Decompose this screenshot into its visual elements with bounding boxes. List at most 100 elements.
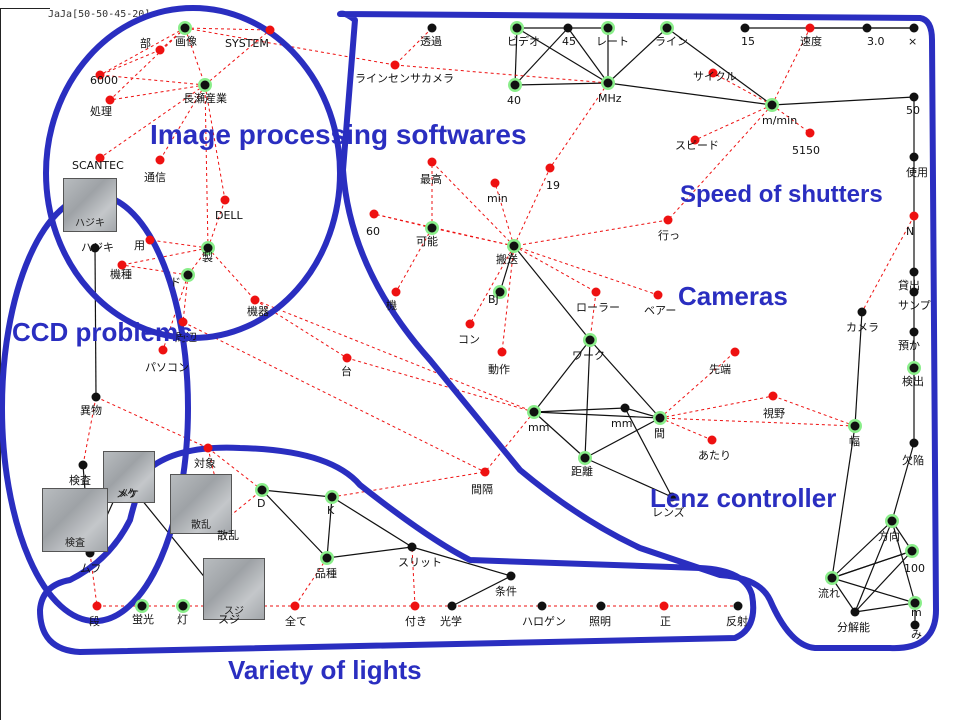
node-label-n_bea: ベアー <box>644 304 677 317</box>
node-dot-n_30 <box>862 23 872 33</box>
node-dot-n_19 <box>545 163 555 173</box>
node-label-n_m: m <box>911 606 922 619</box>
thumb-label: ハジキ <box>75 218 105 229</box>
edge-n_ma-n_atari <box>659 417 713 441</box>
node-label-n_dell: DELL <box>215 209 243 222</box>
edge-n_mhz-n_19 <box>549 82 609 169</box>
node-dot-n_d <box>257 485 267 495</box>
thumb-suji: スジ <box>203 558 265 620</box>
node-dot-n_nagase <box>200 80 210 90</box>
thumb-label: 散乱 <box>191 520 211 531</box>
node-label-n_30: 3.0 <box>867 35 885 48</box>
node-label-n_sanran: 散乱 <box>217 529 239 542</box>
caption-text: Cameras <box>678 281 788 311</box>
caption-text: Lenz controller <box>650 483 837 513</box>
edge-n_mm2-n_lens <box>624 407 673 498</box>
edge-n_hanso-n_work <box>513 245 591 341</box>
node-dot-n_shori <box>105 95 115 105</box>
edge-n_joken-n_kogaku <box>451 575 512 607</box>
caption-text: CCD problems <box>12 317 193 347</box>
edge-n_40-n_mhz <box>514 82 609 86</box>
node-dot-n_dan <box>92 601 102 611</box>
edge-n_sei-n_kiki <box>207 247 256 301</box>
node-label-n_ibutsu: 異物 <box>80 404 102 417</box>
node-label-n_rate: レート <box>596 35 629 48</box>
node-label-n_shuhen: 周辺 <box>175 331 197 344</box>
edge-n_k-n_kankaku <box>331 471 486 498</box>
node-dot-n_kensa2 <box>78 460 88 470</box>
node-dot-n_kishu <box>117 260 127 270</box>
edge-n_kekkan-n_houkou <box>891 442 915 522</box>
caption-lights: Variety of lights <box>228 656 422 685</box>
node-label-n_kiki: 機器 <box>247 305 269 318</box>
edge-n_kano-n_kinou <box>395 227 433 293</box>
node-label-n_muf: ムフ <box>80 562 102 575</box>
node-label-n_kekkan: 欠陥 <box>902 454 924 467</box>
edge-n_ma-n_sentan <box>659 351 736 419</box>
node-dot-n_haba <box>850 421 860 431</box>
node-dot-n_sample <box>909 287 919 297</box>
node-dot-n_shiya <box>768 391 778 401</box>
node-label-n_hansha: 反射 <box>726 615 748 628</box>
caption-text: Speed of shutters <box>680 181 883 208</box>
node-label-n_mm2: mm <box>611 417 633 430</box>
node-label-n_kogaku: 光学 <box>440 615 462 628</box>
edge-n_sei-n_you <box>149 239 209 249</box>
node-dot-n_6000 <box>95 70 105 80</box>
edge-n_sei-n_nagase <box>204 84 209 249</box>
node-label-n_40: 40 <box>507 94 521 107</box>
node-label-n_sentan: 先端 <box>709 363 731 376</box>
node-dot-n_kaiten <box>909 267 919 277</box>
thumb-label: メケ <box>119 489 139 500</box>
node-dot-n_hajiki <box>90 243 100 253</box>
node-dot-n_m <box>910 598 920 608</box>
edge-n_shuhen-n_kankaku <box>182 321 486 473</box>
edge-n_hajiki-n_ibutsu <box>94 247 97 398</box>
edge-n_mm1-n_kyori <box>533 411 586 459</box>
nodes <box>78 21 922 630</box>
node-label-n_gazo: 画像 <box>175 35 197 48</box>
edge-n_kano-n_60 <box>373 213 433 229</box>
node-dot-n_mmin <box>767 100 777 110</box>
ring-image-processing <box>43 5 343 341</box>
node-dot-n_100 <box>907 546 917 556</box>
node-dot-n_tsushin <box>155 155 165 165</box>
caption-text: Variety of lights <box>228 655 422 685</box>
node-label-n_kensa: 検出 <box>902 375 924 388</box>
edge-n_k-n_hinshu <box>326 496 333 559</box>
node-dot-n_kano <box>427 223 437 233</box>
node-label-n_sokudo: 速度 <box>800 35 822 48</box>
node-dot-n_kiki <box>250 295 260 305</box>
edge-n_kiki-n_dai <box>254 299 348 359</box>
node-dot-n_scantec <box>95 153 105 163</box>
node-label-n_yobi: 預か <box>898 339 920 352</box>
node-label-n_rainsen: ラインセンサカメラ <box>355 72 454 85</box>
edge-n_video-n_mhz <box>516 27 609 84</box>
node-label-n_shomei: 照明 <box>589 615 611 628</box>
thumb-sanran: 散乱 <box>170 474 232 534</box>
node-dot-n_keiko <box>137 601 147 611</box>
edge-n_toka-n_rainsen <box>394 27 433 66</box>
node-label-n_work: ワーク <box>572 349 605 362</box>
node-dot-n_ma <box>655 413 665 423</box>
node-dot-n_tou <box>178 601 188 611</box>
node-dot-n_40 <box>510 80 520 90</box>
edge-n_gazo-n_nagase <box>184 27 206 86</box>
node-dot-n_min <box>490 178 500 188</box>
node-label-n_houkou: 方向 <box>878 530 900 543</box>
edge-n_mm1-n_dai <box>346 357 535 413</box>
node-label-n_60: 60 <box>366 225 380 238</box>
node-label-n_video: ビデオ <box>507 35 540 48</box>
node-label-n_shori: 処理 <box>90 105 112 118</box>
node-label-n_dai: 台 <box>341 365 352 378</box>
edge-n_mmin-n_speed <box>694 104 773 141</box>
left-border <box>0 8 1 720</box>
node-dot-n_hinshu <box>322 553 332 563</box>
edge-n_mhz-n_mmin <box>607 82 773 106</box>
node-dot-n_con <box>465 319 475 329</box>
node-dot-n_tsuki <box>410 601 420 611</box>
node-dot-n_cycle <box>708 68 718 78</box>
node-dot-n_halogen <box>537 601 547 611</box>
node-dot-n_yobi <box>909 327 919 337</box>
edge-n_hanso-n_min <box>494 182 515 247</box>
